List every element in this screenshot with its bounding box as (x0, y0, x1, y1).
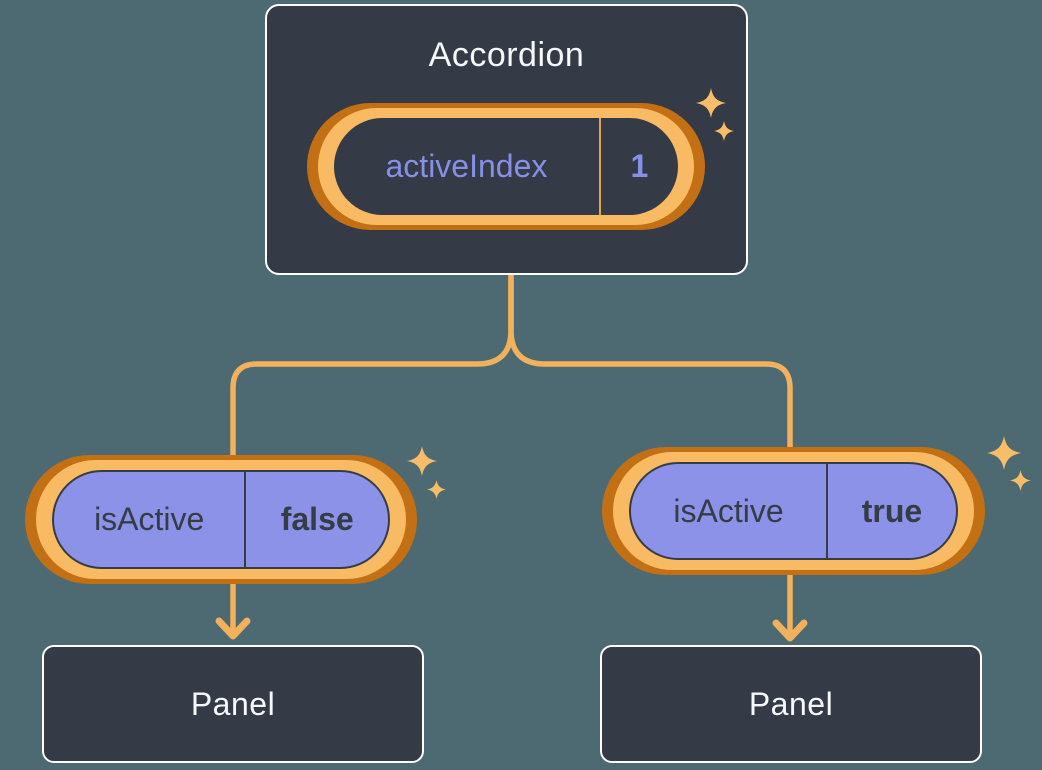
prop-pill-ring: isActive false (36, 460, 406, 579)
prop-pill-left: isActive false (25, 455, 417, 584)
prop-pill-ring: isActive true (613, 452, 974, 570)
state-pill-ring: activeIndex 1 (318, 108, 694, 225)
state-pill-body: activeIndex 1 (334, 118, 678, 215)
panel-box-left: Panel (42, 645, 424, 763)
pill-separator (244, 472, 247, 567)
sparkle-icon (1010, 470, 1031, 491)
prop-label: isActive (94, 501, 205, 537)
accordion-box: Accordion activeIndex 1 (265, 4, 748, 275)
arrow-down-icon (215, 617, 251, 640)
sparkle-icon (714, 121, 734, 141)
arrow-down-icon (772, 619, 808, 642)
panel-label: Panel (748, 685, 834, 722)
connector-right-branch (508, 270, 793, 635)
panel-label: Panel (190, 685, 276, 722)
pill-separator (826, 464, 828, 558)
accordion-title: Accordion (428, 36, 585, 74)
connector-left-branch (230, 270, 514, 633)
panel-box-right: Panel (600, 645, 982, 763)
state-value: 1 (630, 148, 649, 184)
pill-separator (598, 118, 601, 215)
sparkle-icon (696, 88, 726, 118)
prop-value: true (861, 492, 923, 529)
sparkle-icon (407, 446, 437, 476)
sparkle-icon (987, 436, 1021, 470)
prop-pill-body: isActive false (52, 470, 390, 569)
prop-pill-body: isActive true (629, 462, 958, 560)
sparkle-icon (427, 480, 446, 499)
prop-label: isActive (673, 492, 784, 529)
state-label: activeIndex (385, 148, 548, 184)
prop-pill-right: isActive true (602, 447, 985, 575)
state-pill: activeIndex 1 (307, 103, 705, 230)
prop-value: false (280, 501, 354, 537)
